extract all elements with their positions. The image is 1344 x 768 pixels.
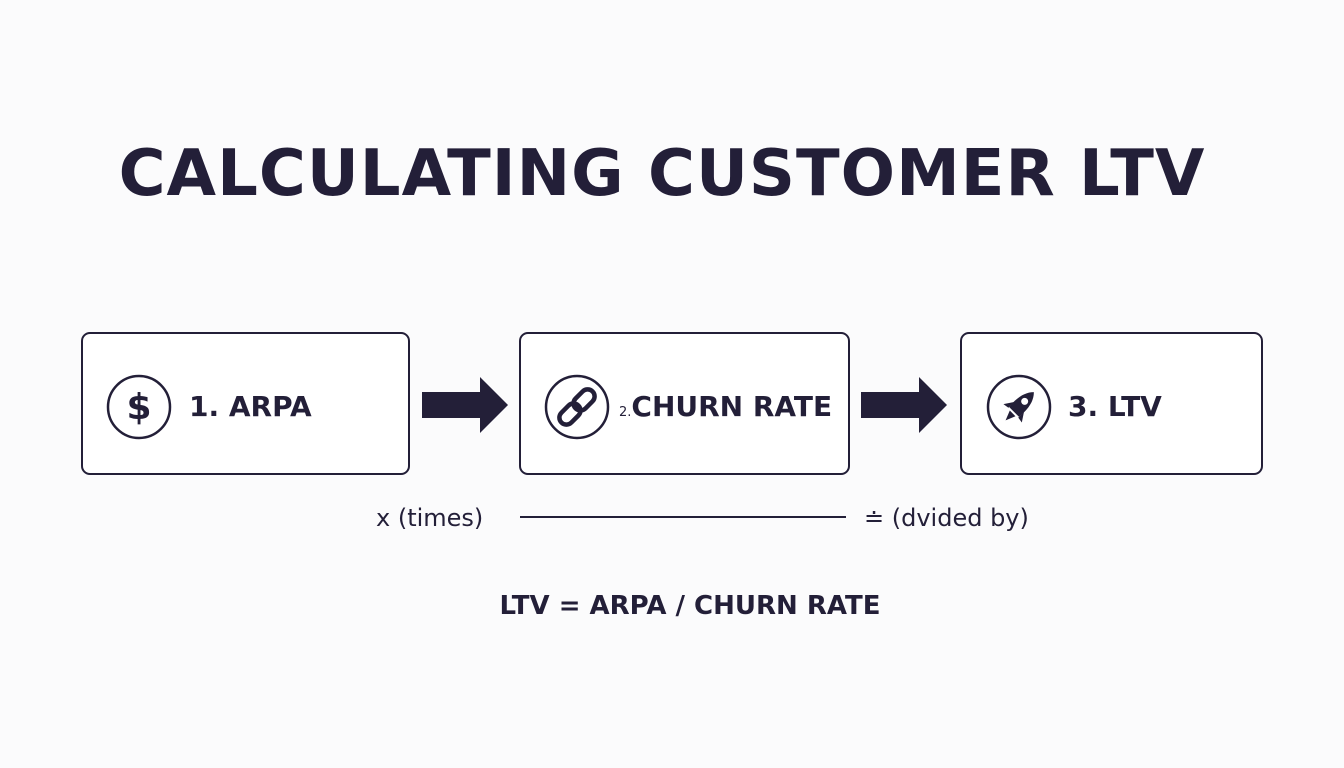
step-label-churn-rate: 2.CHURN RATE [619, 387, 832, 433]
step-number: 3. [1068, 390, 1099, 423]
link-icon [544, 374, 610, 440]
step-text: LTV [1107, 390, 1162, 423]
step-box-ltv: 3. LTV [960, 332, 1263, 475]
dollar-icon: $ [106, 374, 172, 440]
step-box-arpa: $ 1. ARPA [81, 332, 410, 475]
operator-times: x (times) [376, 504, 484, 532]
arrow-right-icon [861, 377, 947, 433]
step-label-ltv: 3. LTV [1068, 387, 1162, 427]
arrow-right-icon [422, 377, 508, 433]
rocket-icon [986, 374, 1052, 440]
step-label-arpa: 1. ARPA [189, 387, 312, 427]
svg-text:$: $ [126, 387, 151, 428]
step-number: 2. [619, 405, 632, 420]
step-text: ARPA [228, 390, 312, 423]
formula-text: LTV = ARPA / CHURN RATE [499, 591, 881, 621]
step-box-churn-rate: 2.CHURN RATE [519, 332, 850, 475]
page-title: CALCULATING CUSTOMER LTV [118, 137, 1206, 211]
divider-line [520, 516, 846, 518]
step-text: CHURN RATE [631, 390, 833, 423]
step-number: 1. [189, 390, 220, 423]
operator-divided: ≐ (dvided by) [864, 504, 1029, 532]
